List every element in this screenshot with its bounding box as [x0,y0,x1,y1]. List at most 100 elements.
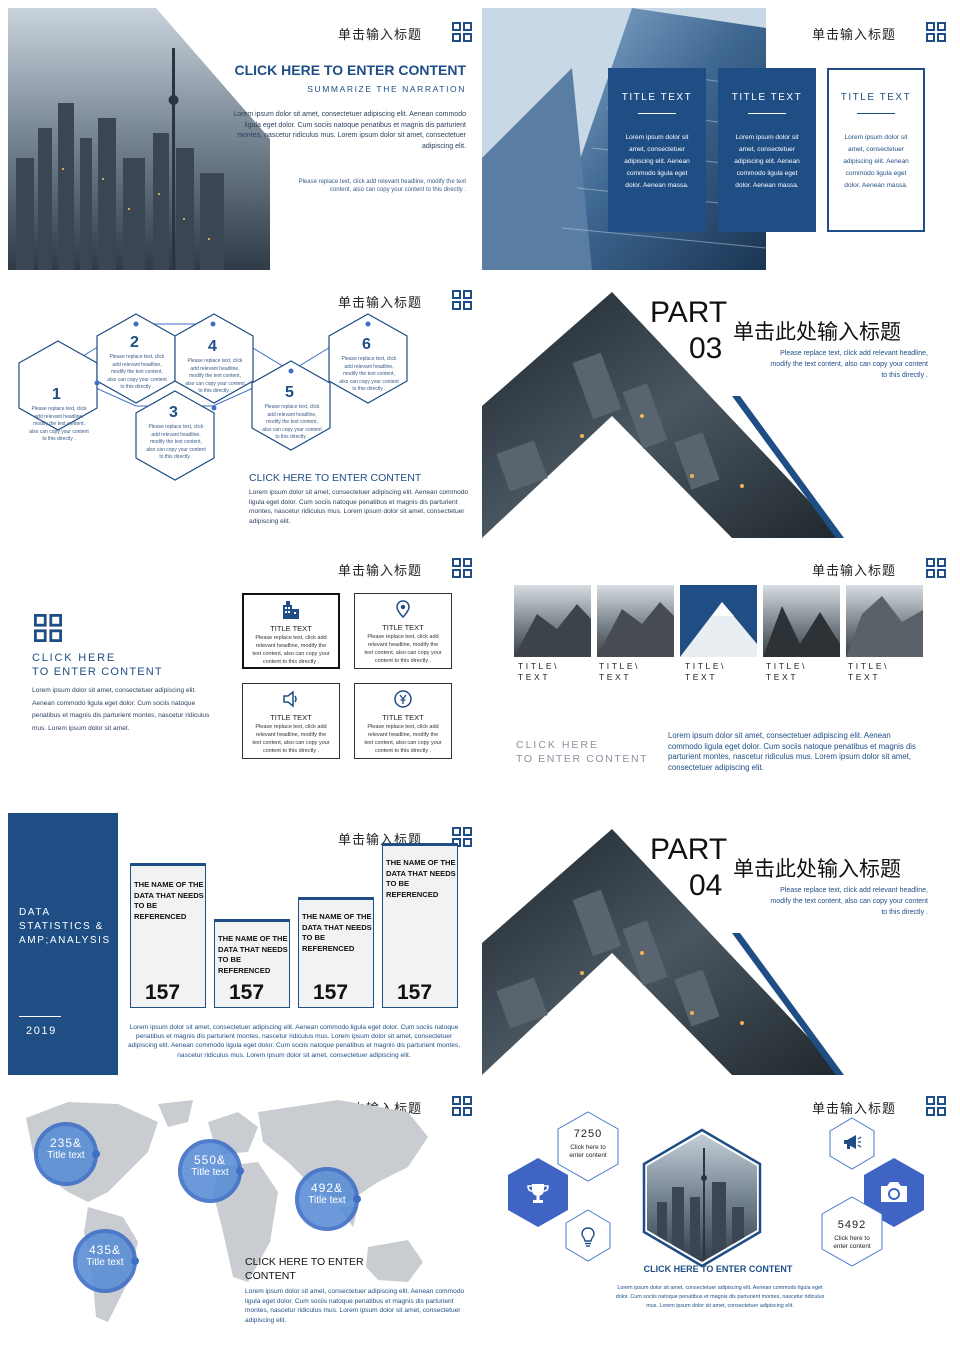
photo-caption-1: TITLE\TEXT [518,661,559,683]
part-desc: Please replace text, click add relevant … [770,350,928,379]
slide-title: 单击输入标题 [811,564,896,579]
hex-num-1: 1 [52,386,61,403]
hex-num-4: 4 [208,338,217,355]
card-title: TITLE TEXT [621,92,693,103]
photo-caption-3: TITLE\TEXT [685,661,726,683]
slide-9: 单击输入标题 235& Title text 550& [8,1082,480,1344]
part-number: 03 [689,332,723,365]
side-title-2: STATISTICS & [19,921,104,932]
caption-line: TEXT [685,672,718,682]
camera-icon [881,1182,907,1202]
hex-text-1: Please replace text, click add relevant … [29,406,89,442]
location-pin-icon [396,600,410,619]
caption-line: TITLE\ [599,661,641,671]
lightbulb-icon [581,1227,595,1247]
side-title-3: AMP;ANALYSIS [19,935,111,946]
hex-text-5: Please replace text, click add relevant … [262,404,322,440]
bar-value: 157 [313,981,349,1004]
s5-heading-1: CLICK HERE [32,652,117,664]
s9-heading-2: CONTENT [245,1270,296,1282]
caption-line: TITLE\ [766,661,808,671]
box-title: TITLE TEXT [382,713,424,722]
stat-circle-3: 492& Title text [297,1181,357,1206]
card-body: Lorem ipsum dolor sit amet, consectetuer… [624,134,690,189]
s5-body: Lorem ipsum dolor sit amet, consectetuer… [32,687,210,732]
speaker-icon [283,690,297,708]
s1-heading: CLICK HERE TO ENTER CONTENT [234,62,466,78]
stat-1-value: 7250 [573,1128,603,1140]
info-box-1: TITLE TEXT Please replace text, click ad… [242,593,340,669]
hex-text-6: Please replace text, click add relevant … [339,356,399,392]
stat-2-text: Click here to enter content [833,1235,871,1250]
hex-num-5: 5 [285,384,294,401]
info-box-3: TITLE TEXT Please replace text, click ad… [242,683,340,759]
stat-label: Title text [47,1150,85,1161]
aerial-city-photo [482,292,844,538]
photo-caption-2: TITLE\TEXT [599,661,640,683]
stat-value: 435& [88,1243,122,1257]
slide-7: DATA STATISTICS & AMP;ANALYSIS 2019 单击输入… [8,813,480,1075]
data-bar-3: THE NAME OF THE DATA THAT NEEDS TO BE RE… [298,897,374,1008]
stat-circle-1: 235& Title text [36,1136,96,1161]
caption-line: TITLE\ [848,661,890,671]
bar-value: 157 [397,981,433,1004]
bar-label: THE NAME OF THE DATA THAT NEEDS TO BE RE… [218,934,288,975]
card-3: TITLE TEXT Lorem ipsum dolor sit amet, c… [827,68,925,232]
grid-icon [926,1096,946,1116]
s3-body: Lorem ipsum dolor sit amet, consectetuer… [249,489,469,525]
data-bar-2: THE NAME OF THE DATA THAT NEEDS TO BE RE… [214,919,290,1008]
s3-heading: CLICK HERE TO ENTER CONTENT [249,472,422,484]
bar-label: THE NAME OF THE DATA THAT NEEDS TO BE RE… [386,858,456,899]
side-title-1: DATA [19,907,51,918]
s1-body: Lorem ipsum dolor sit amet, consectetuer… [233,111,466,150]
slide-5: 单击输入标题 CLICK HERE TO ENTER CONTENT Lorem… [8,544,480,806]
slide-1: 单击输入标题 CLICK HERE TO ENTER CONTENT SUMMA… [8,8,480,270]
box-title: TITLE TEXT [270,624,312,633]
slide-part-04: PART 04 单击此处输入标题 Please replace text, cl… [482,813,954,1075]
s10-heading: CLICK HERE TO ENTER CONTENT [643,1264,793,1274]
card-title: TITLE TEXT [731,92,803,103]
card-1: TITLE TEXT Lorem ipsum dolor sit amet, c… [608,68,706,232]
slide-title: 单击输入标题 [337,28,422,43]
s1-sub: SUMMARIZE THE NARRATION [307,84,466,94]
grid-icon [926,22,946,42]
s6-heading-2: TO ENTER CONTENT [516,753,649,765]
stat-value: 492& [310,1181,344,1195]
stat-circle-2: 550& Title text [180,1153,240,1178]
grid-icon [452,1096,472,1116]
grid-icon [452,558,472,578]
city-hex-photo [647,1134,757,1262]
bar-label: THE NAME OF THE DATA THAT NEEDS TO BE RE… [302,912,372,953]
card-body: Lorem ipsum dolor sit amet, consectetuer… [734,134,800,189]
megaphone-icon [844,1135,862,1149]
photo-caption-5: TITLE\TEXT [848,661,889,683]
caption-line: TITLE\ [518,661,560,671]
part-title: 单击此处输入标题 [733,857,901,881]
s9-body: Lorem ipsum dolor sit amet, consectetuer… [245,1288,465,1324]
slide-title: 单击输入标题 [337,296,422,311]
stat-circle-4: 435& Title text [75,1243,135,1268]
bar-value: 157 [145,981,181,1004]
part-label: PART [650,833,728,866]
box-body: Please replace text, click add relevant … [252,635,330,665]
caption-line: TEXT [518,672,551,682]
hex-text-4: Please replace text, click add relevant … [185,358,245,394]
part-label: PART [650,296,728,329]
hex-chain [18,313,408,481]
bar-label: THE NAME OF THE DATA THAT NEEDS TO BE RE… [134,880,204,921]
part-number: 04 [689,869,723,902]
stat-circles [34,1122,361,1293]
side-year: 2019 [26,1025,57,1037]
hex-text-3: Please replace text, click add relevant … [146,424,206,460]
card-2: TITLE TEXT Lorem ipsum dolor sit amet, c… [718,68,816,232]
stat-label: Title text [191,1167,229,1178]
slide-title: 单击输入标题 [811,28,896,43]
grid-icon [452,290,472,310]
stat-label: Title text [308,1195,346,1206]
stat-value: 235& [49,1136,83,1150]
info-box-2: TITLE TEXT Please replace text, click ad… [354,593,452,669]
caption-line: TITLE\ [685,661,727,671]
slide-part-03: PART 03 单击此处输入标题 Please replace text, cl… [482,276,954,538]
s6-body: Lorem ipsum dolor sit amet, consectetuer… [668,731,916,772]
slide-title: 单击输入标题 [811,1102,896,1117]
